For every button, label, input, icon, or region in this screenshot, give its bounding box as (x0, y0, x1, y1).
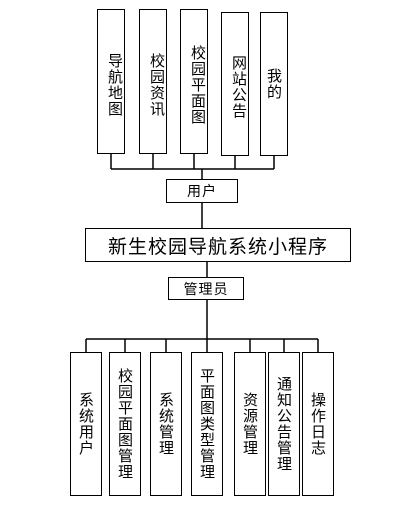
admin-module-resource-mgmt: 资源管理 (234, 352, 266, 496)
user-module-campus-news: 校园资讯 (139, 9, 167, 154)
user-module-campus-plan: 校园平面图 (180, 9, 208, 154)
system-title-box: 新生校园导航系统小程序 (85, 228, 351, 262)
user-module-site-notice: 网站公告 (221, 12, 249, 156)
user-module-mine: 我的 (260, 12, 288, 156)
admin-module-system-mgmt: 系统管理 (150, 352, 182, 496)
admin-module-campus-plan-mgmt: 校园平面图管理 (109, 352, 141, 496)
admin-module-notice-mgmt: 通知公告管理 (268, 352, 300, 496)
admin-role-box: 管理员 (168, 277, 244, 300)
admin-module-system-users: 系统用户 (70, 352, 102, 496)
user-role-box: 用户 (166, 179, 238, 203)
user-module-nav-map: 导航地图 (97, 9, 125, 154)
admin-module-plan-type-mgmt: 平面图类型管理 (191, 352, 223, 496)
admin-module-operation-log: 操作日志 (302, 352, 334, 496)
